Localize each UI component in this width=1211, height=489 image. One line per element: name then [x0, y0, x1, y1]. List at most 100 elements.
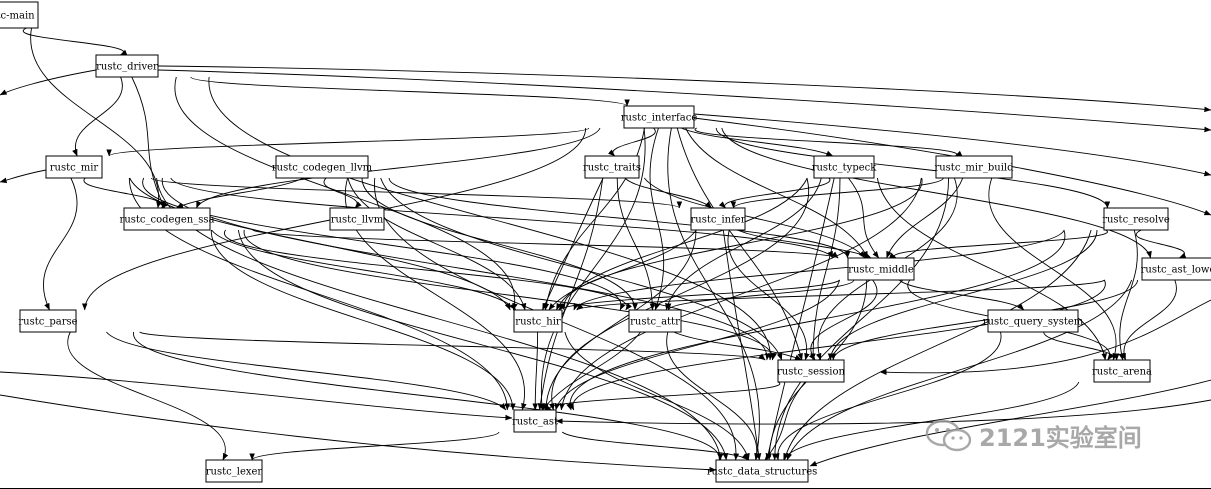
edge-codegen_ssa-to-middle — [252, 229, 839, 259]
edge-typeck-to-hir — [555, 177, 808, 311]
node-attr: rustc_attr — [628, 309, 682, 333]
edge-session-to-data_structures — [764, 381, 806, 461]
node-typeck: rustc_typeck — [812, 155, 878, 179]
edge-interface-to-ast — [538, 127, 646, 411]
edge-codegen_ssa-to-ast — [210, 229, 516, 411]
edge-offcanvas-6 — [879, 299, 1211, 376]
node-mir: rustc_mir — [45, 155, 103, 179]
node-traits: rustc_traits — [583, 155, 641, 179]
node-label: rustc_infer — [690, 215, 745, 226]
edge-offcanvas-4 — [0, 69, 97, 96]
edge-parse-to-data_structures — [133, 331, 724, 461]
edge-parse-to-session — [139, 331, 766, 361]
node-codegen-ssa: rustc_codegen_ssa — [120, 207, 214, 231]
node-box — [513, 309, 563, 333]
edge-driver-to-interface — [190, 76, 630, 107]
node-ast-lowering: rustc_ast_loweri — [1141, 257, 1211, 281]
edge-mir-to-parse — [43, 177, 78, 311]
node-label: rustc_codegen_llvm — [272, 163, 373, 174]
node-main: stc-main — [0, 1, 39, 29]
edge-codegen_ssa-to-attr — [224, 229, 632, 311]
edge-resolve-to-middle — [889, 229, 1108, 259]
node-arena: rustc_arena — [1092, 359, 1152, 383]
edge-interface-to-mir_build — [694, 127, 963, 157]
node-label: rustc_session — [777, 367, 846, 378]
edge-mir-to-codegen_ssa — [83, 177, 169, 209]
edge-middle-to-hir — [558, 279, 841, 311]
edge-middle-to-ast — [554, 279, 840, 411]
node-label: rustc_hir — [515, 317, 561, 328]
edge-ast-to-data_structures — [561, 431, 749, 461]
edge-mir_build-to-arena — [988, 177, 1118, 361]
node-label: rustc_parse — [18, 317, 77, 328]
edge-parse-to-lexer — [67, 331, 229, 461]
edge-mir_build-to-infer — [730, 177, 944, 209]
edge-interface-to-ast_lowering — [721, 127, 1152, 259]
edge-resolve-to-hir — [573, 229, 1065, 311]
edge-ast-to-lexer — [249, 431, 500, 461]
node-label: rustc_data_structures — [707, 467, 818, 478]
edge-hir-to-data_structures — [564, 331, 750, 461]
node-box — [628, 309, 682, 333]
node-box — [1093, 359, 1151, 383]
node-driver: rustc_driver — [95, 54, 159, 78]
edge-arena-to-data_structures — [783, 381, 1080, 461]
edge-offcanvas-7 — [809, 379, 1211, 467]
node-interface: rustc_interface — [621, 105, 698, 129]
node-label: rustc_lexer — [206, 467, 263, 478]
edge-main-to-codegen_ssa — [30, 27, 162, 209]
edge-session-to-ast — [544, 381, 781, 411]
edge-interface-to-traits — [607, 127, 656, 157]
node-label: rustc_traits — [583, 163, 641, 174]
node-label: rustc_mir — [50, 163, 99, 174]
edge-infer-to-session — [727, 229, 810, 361]
edge-attr-to-session — [673, 331, 802, 361]
edge-codegen_ssa-to-data_structures — [237, 229, 729, 461]
edge-ast_lowering-to-data_structures — [786, 279, 1133, 461]
node-label: rustc_ast — [512, 417, 558, 428]
node-label: rustc_attr — [630, 317, 680, 328]
edge-middle-to-attr — [665, 279, 855, 311]
edge-parse-to-ast — [106, 331, 507, 411]
node-box — [1141, 257, 1211, 281]
edge-ast_lowering-to-ast — [568, 279, 1106, 411]
edge-codegen_llvm-to-hir — [347, 177, 527, 311]
edge-offcanvas-1 — [157, 69, 1211, 133]
edge-main-to-driver — [22, 27, 128, 56]
node-label: stc-main — [0, 11, 35, 22]
edge-interface-to-mir — [106, 127, 590, 157]
watermark-text: 2121实验室间 — [979, 424, 1142, 452]
node-label: rustc_typeck — [812, 163, 878, 174]
edge-driver-to-codegen_ssa — [131, 76, 166, 209]
node-label: rustc_interface — [621, 113, 698, 124]
edge-interface-to-session — [676, 127, 803, 361]
node-box — [777, 359, 845, 383]
edge-codegen_ssa-to-session — [243, 229, 777, 361]
edge-typeck-to-infer — [718, 177, 831, 209]
node-box — [935, 155, 1013, 179]
node-box — [813, 155, 875, 179]
edge-mir_build-to-ast — [559, 177, 922, 411]
edge-ast_lowering-to-session — [830, 279, 1138, 361]
edge-resolve-to-ast_lowering — [1135, 229, 1187, 259]
edge-interface-to-resolve — [715, 127, 1111, 209]
node-label: rustc_arena — [1092, 367, 1152, 378]
node-label: rustc_driver — [96, 62, 158, 73]
wechat-icon — [925, 419, 972, 451]
node-ast: rustc_ast — [512, 409, 558, 433]
edge-driver-to-mir — [72, 76, 123, 157]
node-resolve: rustc_resolve — [1102, 207, 1170, 231]
node-middle: rustc_middle — [847, 257, 915, 281]
edge-query_system-to-data_structures — [774, 331, 1002, 461]
node-query-system: rustc_query_system — [983, 309, 1084, 333]
edge-mir_build-to-hir — [559, 177, 923, 311]
edge-typeck-to-data_structures — [765, 177, 835, 461]
edge-middle-to-session — [808, 279, 878, 361]
edge-codegen_ssa-to-hir — [211, 229, 517, 311]
node-label: rustc_middle — [848, 265, 914, 276]
edge-traits-to-attr — [616, 177, 656, 311]
edge-codegen_llvm-to-middle — [388, 177, 851, 259]
node-mir-build: rustc_mir_build — [934, 155, 1014, 179]
node-lexer: rustc_lexer — [205, 459, 263, 483]
node-box — [275, 155, 369, 179]
